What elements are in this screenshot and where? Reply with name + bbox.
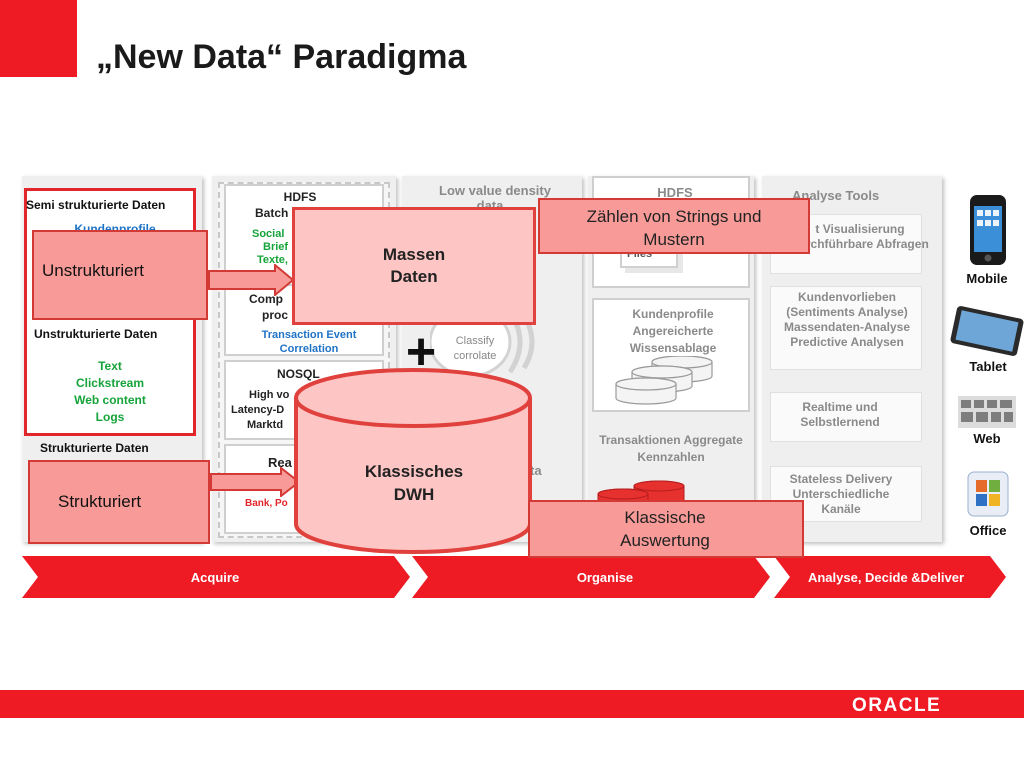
- acquire-band: [22, 556, 410, 598]
- nosql-title: NOSQL: [277, 367, 320, 381]
- dwh-cylinder-icon: [294, 368, 532, 554]
- klassische-auswertung-label: Klassische Auswertung: [620, 508, 710, 550]
- klassisches-dwh-label: Klassisches DWH: [364, 462, 464, 504]
- complex-sub: proc: [262, 308, 289, 322]
- kundenprofile-text: Kundenprofile Angereicherte Wissensablag…: [629, 307, 717, 355]
- hdfs-title: HDFS: [283, 190, 317, 204]
- unstructured-item-text: Text: [98, 359, 122, 373]
- semi-structured-title: Semi strukturierte Daten: [26, 198, 166, 212]
- nosql-line-2: Latency-D: [231, 404, 285, 416]
- massen-daten-box: [292, 207, 536, 325]
- unstructured-title: Unstrukturierte Daten: [34, 327, 158, 341]
- device-web-label: Web: [973, 431, 1001, 446]
- office-icon: [967, 471, 1009, 517]
- social-item: Social: [252, 228, 285, 240]
- mobile-phone-icon: [970, 195, 1006, 265]
- hdfs-batch-label: Batch: [255, 206, 289, 220]
- zaehlen-box: [538, 198, 810, 254]
- kundenprofile-db-icon: [615, 356, 713, 405]
- device-tablet-label: Tablet: [969, 359, 1007, 374]
- strukturiert-label: Strukturiert: [58, 492, 142, 511]
- realtime-sub: Bank, Po: [245, 498, 288, 509]
- klassische-auswertung-box: [528, 500, 804, 558]
- brief-item: Brief: [263, 241, 289, 253]
- kundenvorlieben-box: [770, 286, 922, 370]
- col3-data-tail: ta: [530, 463, 542, 478]
- low-value-density: Low value density: [439, 183, 551, 198]
- realtime-analyse-box: [770, 392, 922, 442]
- transaktionen-text: Transaktionen Aggregate Kennzahlen: [599, 433, 743, 464]
- low-value-density-2: data: [476, 198, 504, 207]
- analyse-tools-title: Analyse Tools: [792, 188, 880, 203]
- process-bands: [22, 556, 1006, 598]
- web-browser-icon: [958, 396, 1016, 428]
- zaehlen-label: Zählen von Strings und Mustern: [586, 207, 762, 249]
- device-mobile-label: Mobile: [966, 271, 1008, 286]
- band-analyse-label: Analyse, Decide &Deliver: [807, 570, 965, 585]
- col4-hdfs-title: HDFS: [657, 185, 693, 200]
- realtime-analyse-text: Realtime und Selbstlernend: [800, 400, 880, 429]
- realtime-title: Rea: [268, 455, 292, 470]
- organise-band: [412, 556, 770, 598]
- strukturiert-box: [28, 460, 210, 544]
- tablet-icon: [950, 306, 1024, 356]
- classify-text: Classify corrolate: [453, 335, 497, 362]
- band-organise-label: Organise: [576, 570, 634, 585]
- unstructured-item-clickstream: Clickstream: [75, 376, 145, 390]
- device-office-label: Office: [969, 523, 1007, 538]
- unstrukturiert-arrow-icon: [208, 264, 295, 296]
- footer-bar: [0, 690, 1024, 718]
- strukturiert-arrow-icon: [210, 467, 301, 497]
- band-acquire-label: Acquire: [190, 570, 240, 585]
- nosql-line-3: Marktd: [247, 419, 284, 431]
- nosql-line-1: High vo: [249, 389, 290, 401]
- visualisierung-text: t Visualisierung durchführbare Abfragen: [791, 222, 929, 251]
- unstrukturiert-label: Unstrukturiert: [42, 261, 145, 280]
- page-title: „New Data“ Paradigma: [96, 38, 467, 76]
- unstructured-item-web-content: Web content: [74, 393, 146, 407]
- semi-structured-sub: Kundenprofile: [74, 222, 156, 230]
- structured-title: Strukturierte Daten: [40, 441, 149, 455]
- texte-item: Texte,: [257, 254, 288, 266]
- brand-square: [0, 0, 77, 77]
- unstrukturiert-box: [32, 230, 208, 320]
- oracle-logo: ORACLE: [852, 695, 942, 716]
- kundenvorlieben-text: Kundenvorlieben (Sentiments Analyse) Mas…: [783, 290, 911, 349]
- analyse-band: [774, 556, 1006, 598]
- stateless-text: Stateless Delivery Unterschiedliche Kanä…: [789, 472, 893, 516]
- unstructured-item-logs: Logs: [95, 410, 125, 424]
- cep-text: Transaction Event Correlation: [261, 329, 357, 355]
- massen-daten-label: Massen Daten: [382, 245, 446, 286]
